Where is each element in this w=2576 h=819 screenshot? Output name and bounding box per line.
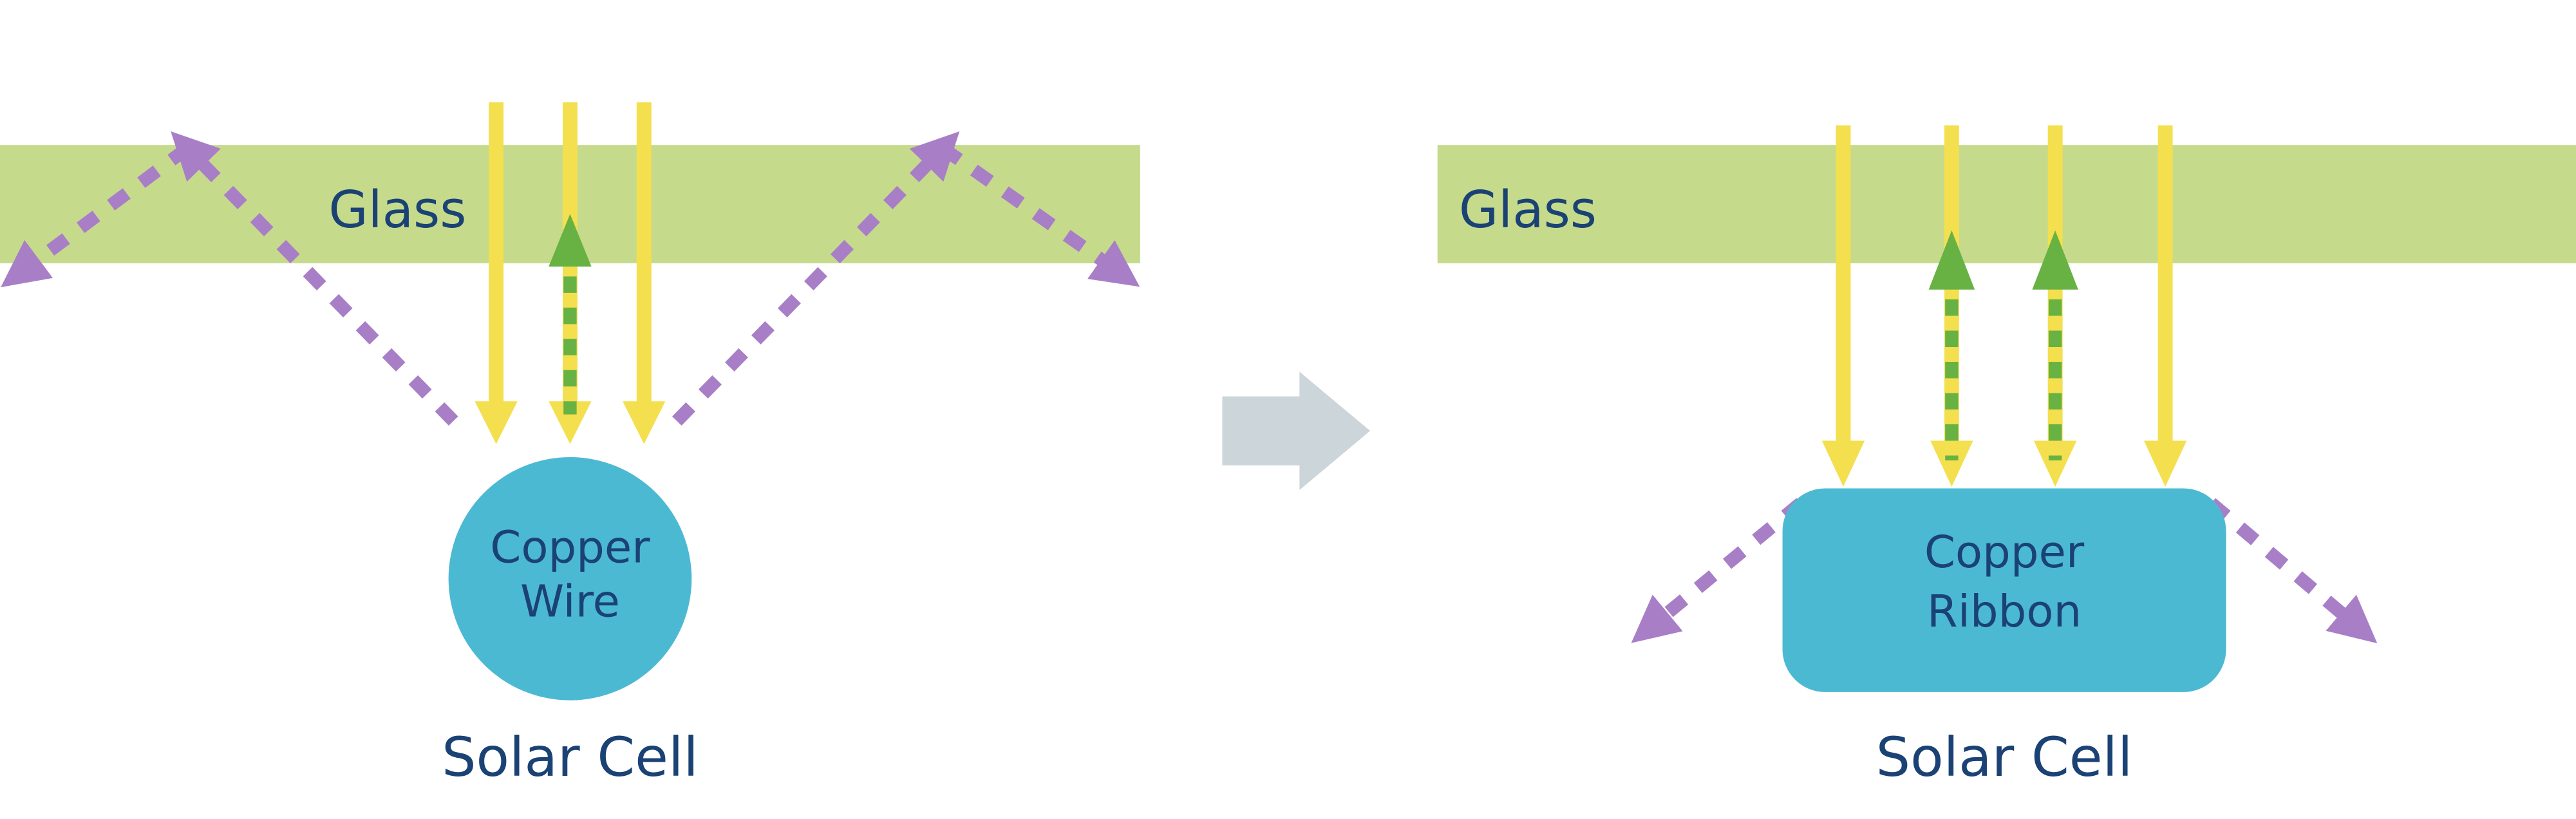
copper-ribbon-label-line1: Copper xyxy=(1924,527,2085,578)
glass-label: Glass xyxy=(1459,180,1597,240)
reflected-arrowhead-icon xyxy=(2032,230,2078,290)
copper-ribbon-shape xyxy=(1782,488,2226,692)
glass-label: Glass xyxy=(328,180,466,240)
sunlight-arrowhead-icon xyxy=(549,401,592,444)
solar-cell-label: Solar Cell xyxy=(442,726,699,789)
transform-arrow-icon xyxy=(1222,372,1371,491)
copper-wire-label-line2: Wire xyxy=(520,576,620,628)
glass-layer xyxy=(1437,145,2576,263)
solar-cell-label: Solar Cell xyxy=(1876,726,2133,789)
sunlight-arrowhead-icon xyxy=(1821,440,1865,487)
reflected-arrowhead-icon xyxy=(549,214,592,267)
escaped-ray-arrow xyxy=(171,131,458,426)
scattered-ray-arrow xyxy=(1631,498,1805,643)
copper-wire-label-line1: Copper xyxy=(490,522,650,573)
copper-ribbon-label-line2: Ribbon xyxy=(1927,586,2082,637)
sunlight-arrowhead-icon xyxy=(1930,440,1973,487)
escaped-ray-arrow xyxy=(672,131,960,426)
sunlight-arrowhead-icon xyxy=(2143,440,2187,487)
after-panel: Glass Copper Ribbon Solar Cell xyxy=(1437,125,2576,789)
sunlight-arrowhead-icon xyxy=(623,401,666,444)
before-panel: Glass Copper Wire Solar Cell xyxy=(0,102,1140,789)
sunlight-arrowhead-icon xyxy=(475,401,518,444)
reflected-arrowhead-icon xyxy=(1928,230,1975,290)
copper-wire-shape xyxy=(448,457,692,701)
sunlight-arrowhead-icon xyxy=(2033,440,2077,487)
scattered-ray-arrow xyxy=(2206,498,2378,644)
